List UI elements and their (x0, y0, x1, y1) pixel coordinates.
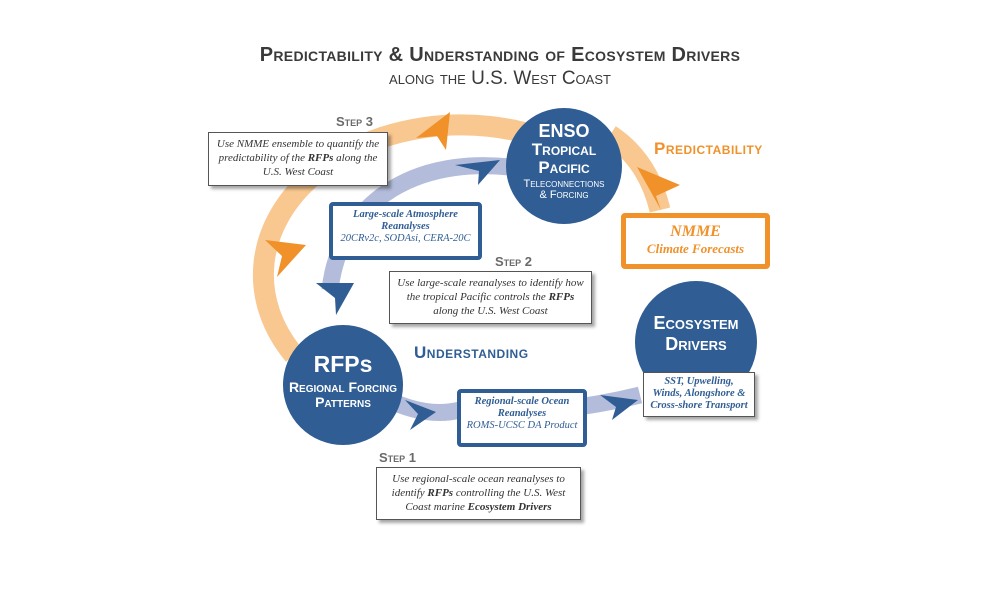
orange-arrow-icon (265, 240, 306, 277)
step1-label: Step 1 (379, 450, 417, 465)
page-title: Predictability & Understanding of Ecosys… (259, 44, 741, 66)
step3-description: Use NMME ensemble to quantify the predic… (208, 132, 388, 186)
predictability-label: Predictability (654, 139, 763, 158)
ecosystem-node-label: Ecosystem Drivers (653, 313, 739, 354)
step2-description: Use large-scale reanalyses to identify h… (389, 271, 592, 324)
page-subtitle: along the U.S. West Coast (389, 68, 611, 89)
nmme-forecasts-box: NMME Climate Forecasts (621, 213, 770, 269)
orange-arrow-icon (416, 112, 450, 150)
step3-label: Step 3 (336, 114, 374, 129)
ocean-reanalyses-box: Regional-scale Ocean Reanalyses ROMS-UCS… (457, 389, 587, 447)
blue-arrow-icon (600, 395, 638, 420)
step1-description: Use regional-scale ocean reanalyses to i… (376, 467, 581, 520)
rfps-node (283, 325, 403, 445)
ecosystem-drivers-box: SST, Upwelling, Winds, Alongshore & Cros… (643, 372, 755, 417)
enso-node (506, 108, 622, 224)
understanding-label: Understanding (414, 343, 529, 362)
blue-arrow-icon (455, 160, 500, 185)
blue-arrow-icon (405, 400, 436, 430)
enso-node-label: ENSO Tropical Pacific Teleconnections & … (523, 121, 605, 202)
rfps-node-label: RFPs Regional Forcing Patterns (288, 351, 398, 410)
atmosphere-reanalyses-box: Large-scale Atmosphere Reanalyses 20CRv2… (329, 202, 482, 260)
orange-arrow-icon (637, 167, 680, 210)
step2-label: Step 2 (495, 254, 533, 269)
blue-arrow-icon (316, 283, 354, 315)
